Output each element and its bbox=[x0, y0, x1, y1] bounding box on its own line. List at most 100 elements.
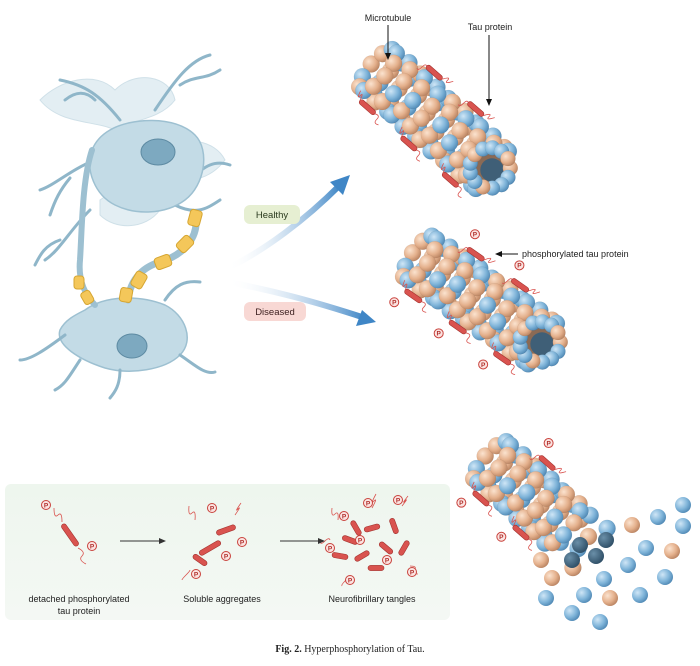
tau-tail bbox=[528, 289, 540, 293]
free-tubulin bbox=[538, 590, 554, 606]
tubulin-subunit bbox=[459, 292, 476, 309]
tau-tail bbox=[528, 539, 532, 550]
tubulin-subunit bbox=[404, 92, 421, 109]
phosphate-marker: P bbox=[208, 504, 217, 513]
phospho-tau-pointer-head bbox=[495, 251, 502, 257]
phosphate-marker: P bbox=[42, 501, 51, 510]
free-tubulin bbox=[657, 569, 673, 585]
phosphate-marker: P bbox=[434, 329, 443, 338]
tubulin-subunit bbox=[555, 526, 572, 543]
lower-nucleus bbox=[117, 334, 147, 358]
free-tubulin bbox=[602, 590, 618, 606]
stage-3-label: Neurofibrillary tangles bbox=[328, 594, 416, 604]
free-tubulin bbox=[664, 543, 680, 559]
tau-tail bbox=[510, 364, 515, 375]
tubulin-subunit bbox=[385, 85, 402, 102]
svg-text:P: P bbox=[358, 537, 363, 544]
pathway-arrows: Healthy Diseased bbox=[228, 175, 376, 326]
phosphate-marker: P bbox=[192, 570, 201, 579]
free-tubulin bbox=[650, 509, 666, 525]
tubulin-subunit bbox=[429, 271, 446, 288]
phosphate-marker: P bbox=[457, 498, 466, 507]
tau-tail bbox=[483, 114, 494, 119]
phosphate-marker: P bbox=[497, 532, 506, 541]
phosphate-marker: P bbox=[390, 298, 399, 307]
phosphate-marker: P bbox=[394, 496, 403, 505]
caption-prefix: Fig. 2. bbox=[275, 644, 301, 655]
free-tubulin bbox=[624, 517, 640, 533]
svg-text:P: P bbox=[342, 513, 347, 520]
phosphate-marker: P bbox=[326, 544, 335, 553]
tau-rod bbox=[368, 565, 384, 570]
svg-text:P: P bbox=[210, 505, 215, 512]
exposed-subunit bbox=[564, 552, 580, 568]
phospho-tau-callout: phosphorylated tau protein bbox=[495, 249, 629, 259]
svg-text:P: P bbox=[396, 497, 401, 504]
phosphate-marker: P bbox=[238, 538, 247, 547]
svg-text:P: P bbox=[90, 543, 95, 550]
phosphate-marker: P bbox=[222, 552, 231, 561]
free-tubulin bbox=[596, 571, 612, 587]
svg-text:P: P bbox=[366, 500, 371, 507]
stage-1-label-line2: tau protein bbox=[58, 606, 101, 616]
tau-protein-pointer-head bbox=[486, 99, 492, 106]
svg-text:P: P bbox=[481, 362, 486, 369]
phosphate-marker: P bbox=[356, 536, 365, 545]
phosphate-marker: P bbox=[364, 499, 373, 508]
tau-aggregation-panel: PP PPPP PPPPPPPP detached phosphorylated… bbox=[5, 484, 450, 620]
tubulin-subunit bbox=[419, 255, 436, 272]
diseased-label: Diseased bbox=[255, 307, 295, 318]
tubulin-subunit bbox=[518, 484, 535, 501]
free-tubulin bbox=[533, 552, 549, 568]
svg-text:P: P bbox=[499, 534, 504, 541]
phospho-tau-label: phosphorylated tau protein bbox=[522, 249, 629, 259]
phosphate-marker: P bbox=[544, 439, 553, 448]
free-tubulin bbox=[632, 587, 648, 603]
svg-text:P: P bbox=[517, 263, 522, 270]
phosphate-marker: P bbox=[515, 261, 524, 270]
svg-text:P: P bbox=[546, 440, 551, 447]
healthy-label: Healthy bbox=[256, 210, 288, 221]
phosphate-marker: P bbox=[408, 568, 417, 577]
phosphate-marker: P bbox=[383, 556, 392, 565]
tubulin-subunit bbox=[527, 502, 544, 519]
free-tubulin bbox=[564, 605, 580, 621]
tubulin-subunit bbox=[479, 297, 496, 314]
upper-nucleus bbox=[141, 139, 175, 165]
svg-text:P: P bbox=[44, 502, 49, 509]
phosphate-marker: P bbox=[470, 230, 479, 239]
free-tubulin bbox=[576, 587, 592, 603]
diseased-arrowhead bbox=[356, 310, 376, 326]
exposed-subunit bbox=[572, 537, 588, 553]
svg-text:P: P bbox=[392, 300, 397, 307]
free-tubulin bbox=[675, 497, 691, 513]
neuron-illustration bbox=[20, 55, 230, 398]
svg-text:P: P bbox=[473, 232, 478, 239]
free-tubulin bbox=[638, 540, 654, 556]
tubulin-subunit bbox=[413, 110, 430, 127]
free-tubulin bbox=[544, 570, 560, 586]
svg-text:P: P bbox=[224, 553, 229, 560]
tubulin-subunit bbox=[490, 460, 507, 477]
svg-text:P: P bbox=[328, 545, 333, 552]
tubulin-subunit bbox=[499, 477, 516, 494]
tau-tail bbox=[458, 186, 462, 197]
svg-text:P: P bbox=[437, 331, 442, 338]
tubulin-subunit bbox=[376, 68, 393, 85]
tau-protein-label: Tau protein bbox=[468, 22, 513, 32]
free-tubulin bbox=[675, 518, 691, 534]
phosphate-marker: P bbox=[479, 360, 488, 369]
neuron-soma bbox=[90, 120, 204, 211]
tubulin-subunit bbox=[432, 117, 449, 134]
svg-text:P: P bbox=[410, 569, 415, 576]
tubulin-subunit bbox=[449, 276, 466, 293]
svg-text:P: P bbox=[240, 539, 245, 546]
svg-text:P: P bbox=[385, 557, 390, 564]
free-tubulin bbox=[620, 557, 636, 573]
tubulin-subunit bbox=[441, 134, 458, 151]
exposed-subunit bbox=[588, 548, 604, 564]
microtubule-label: Microtubule bbox=[365, 13, 412, 23]
tau-tail bbox=[466, 333, 471, 344]
svg-text:P: P bbox=[348, 577, 353, 584]
